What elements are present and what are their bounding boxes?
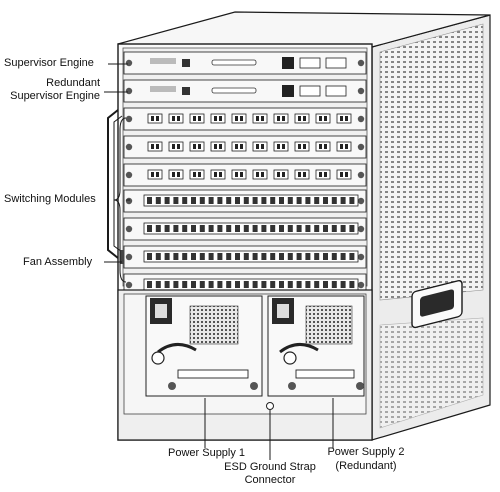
power-supply-2	[267, 295, 365, 397]
switching-module-slot	[123, 163, 367, 187]
switching-module-slot	[123, 245, 367, 269]
supervisor-engine-slot	[123, 51, 367, 75]
esd-ground-strap-connector	[266, 402, 274, 410]
fan-assembly-tab	[120, 250, 124, 264]
label-switching-modules: Switching Modules	[4, 193, 96, 205]
front-handle	[107, 109, 119, 259]
label-power-supply-2-redundant: (Redundant)	[335, 460, 397, 472]
callout-lines	[104, 63, 334, 460]
power-supply-bay	[117, 289, 373, 441]
redundant-supervisor-slot	[123, 79, 367, 103]
label-redundant: Redundant	[46, 77, 100, 89]
label-supervisor-engine: Supervisor Engine	[4, 57, 94, 69]
label-power-supply-2: Power Supply 2	[327, 446, 405, 458]
switching-module-slot	[123, 107, 367, 131]
switching-modules-brace	[113, 117, 127, 283]
label-fan-assembly: Fan Assembly	[23, 256, 93, 268]
switching-module-slot	[123, 135, 367, 159]
label-esd-ground-strap: ESD Ground Strap	[224, 461, 316, 473]
chassis-side-panel	[371, 14, 491, 441]
switching-module-slot	[123, 189, 367, 213]
label-redundant-supervisor-engine: Supervisor Engine	[10, 90, 100, 102]
side-handle	[411, 279, 463, 329]
label-power-supply-1: Power Supply 1	[168, 447, 246, 459]
switching-modules-group	[123, 107, 367, 297]
power-supply-1	[145, 295, 263, 397]
label-esd-connector: Connector	[244, 474, 296, 486]
switching-module-slot	[123, 217, 367, 241]
